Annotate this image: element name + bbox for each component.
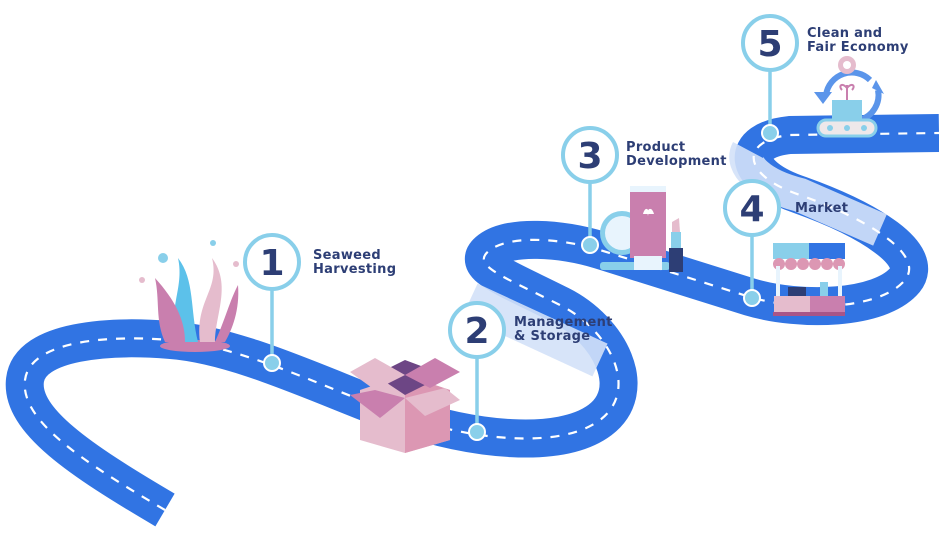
label-line: Clean and	[807, 26, 883, 41]
label-line: Product	[626, 140, 686, 155]
step-1-label: Seaweed Harvesting	[313, 249, 396, 277]
step-2-label: Management & Storage	[514, 316, 613, 344]
market-stall-icon	[773, 243, 845, 316]
step-number: 5	[757, 24, 782, 65]
step-2-pin: 2	[448, 301, 506, 441]
step-number: 1	[259, 243, 284, 284]
label-line: Development	[626, 154, 727, 169]
step-3-label: Product Development	[626, 141, 727, 169]
recycle-conveyor-icon	[814, 56, 884, 138]
step-number: 2	[464, 311, 489, 352]
road-center-dashes	[23, 131, 939, 511]
step-5-label: Clean and Fair Economy	[807, 27, 909, 55]
label-line: Seaweed	[313, 248, 382, 263]
step-number: 3	[577, 136, 602, 177]
label-line: Fair Economy	[807, 40, 909, 55]
cosmetics-icon	[600, 186, 683, 272]
label-line: & Storage	[514, 329, 591, 344]
seaweed-icon	[139, 240, 239, 352]
label-line: Management	[514, 315, 613, 330]
step-4-pin: 4	[723, 179, 781, 307]
step-5-pin: 5	[741, 14, 799, 142]
step-1-pin: 1	[243, 233, 301, 372]
label-line: Harvesting	[313, 262, 397, 277]
step-4-label: Market	[795, 202, 848, 216]
step-3-pin: 3	[561, 126, 619, 254]
label-line: Market	[795, 201, 849, 216]
step-number: 4	[739, 189, 764, 230]
box-icon	[350, 358, 460, 453]
